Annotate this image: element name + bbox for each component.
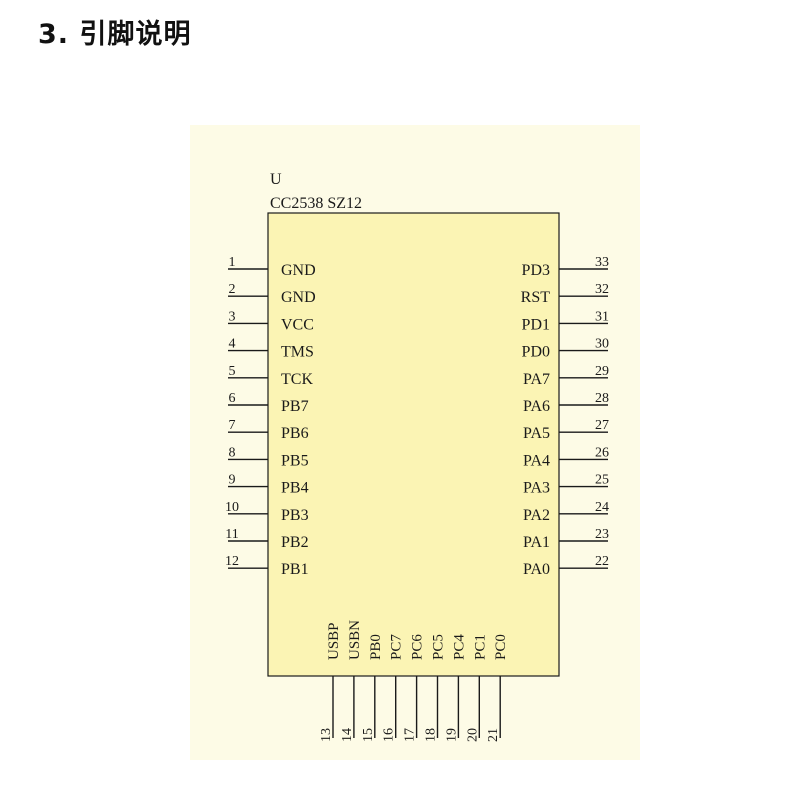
left-pin-number: 5 xyxy=(229,364,236,379)
bottom-pin-number: 20 xyxy=(465,728,480,742)
right-pin-name: PA5 xyxy=(523,425,550,442)
left-pin-number: 12 xyxy=(225,554,239,569)
bottom-pin-name: PC0 xyxy=(493,634,509,660)
bottom-pin-number: 18 xyxy=(424,728,439,742)
left-pin-name: TCK xyxy=(281,371,313,388)
left-pin-number: 7 xyxy=(229,418,236,433)
left-pin-name: PB2 xyxy=(281,534,309,551)
right-pin-number: 22 xyxy=(595,554,609,569)
left-pin-number: 11 xyxy=(225,527,238,542)
left-pin-name: PB1 xyxy=(281,561,309,578)
bottom-pin-number: 16 xyxy=(382,728,397,742)
left-pin-number: 2 xyxy=(229,282,236,297)
right-pin-number: 32 xyxy=(595,282,609,297)
left-pin-name: GND xyxy=(281,289,316,306)
section-title: 3. 引脚说明 xyxy=(38,19,192,50)
right-pin-number: 31 xyxy=(595,309,609,324)
left-pin-number: 6 xyxy=(229,391,236,406)
left-pin-name: TMS xyxy=(281,344,314,361)
right-pin-name: PA1 xyxy=(523,534,550,551)
right-pin-name: PA4 xyxy=(523,452,550,469)
right-pin-name: PA6 xyxy=(523,398,550,415)
right-pin-name: PD0 xyxy=(522,344,550,361)
left-pin-name: VCC xyxy=(281,316,314,333)
bottom-pin-number: 19 xyxy=(444,728,459,742)
bottom-pin-number: 21 xyxy=(486,728,501,742)
left-pin-name: PB5 xyxy=(281,452,309,469)
right-pin-number: 33 xyxy=(595,255,609,270)
left-pin-name: PB4 xyxy=(281,480,309,497)
bottom-pin-number: 13 xyxy=(319,728,334,742)
right-pin-name: PA2 xyxy=(523,507,550,524)
left-pin-name: PB3 xyxy=(281,507,309,524)
right-pin-name: PD1 xyxy=(522,316,550,333)
bottom-pin-name: USBN xyxy=(347,620,363,660)
right-pin-number: 27 xyxy=(595,418,609,433)
right-pin-name: PA3 xyxy=(523,480,550,497)
bottom-pin-number: 17 xyxy=(403,728,418,742)
bottom-pin-number: 14 xyxy=(340,728,355,742)
right-pin-number: 24 xyxy=(595,500,609,515)
chip-body xyxy=(267,212,560,677)
right-pin-number: 30 xyxy=(595,337,609,352)
bottom-pin-name: PC1 xyxy=(472,634,488,660)
bottom-pin-name: PC7 xyxy=(389,634,405,660)
left-pin-number: 3 xyxy=(229,309,236,324)
left-pin-name: PB7 xyxy=(281,398,309,415)
right-pin-name: PA0 xyxy=(523,561,550,578)
left-pin-number: 4 xyxy=(229,337,236,352)
bottom-pin-name: PB0 xyxy=(368,634,384,660)
left-pin-number: 9 xyxy=(229,473,236,488)
right-pin-number: 23 xyxy=(595,527,609,542)
chip-ref-label: U xyxy=(270,171,282,188)
right-pin-name: PA7 xyxy=(523,371,550,388)
left-pin-number: 10 xyxy=(225,500,239,515)
right-pin-name: PD3 xyxy=(522,262,550,279)
chip-part-label: CC2538 SZ12 xyxy=(270,195,362,212)
right-pin-number: 25 xyxy=(595,473,609,488)
right-pin-number: 26 xyxy=(595,445,609,460)
bottom-pin-name: USBP xyxy=(326,622,342,660)
bottom-pin-number: 15 xyxy=(361,728,376,742)
bottom-pin-name: PC5 xyxy=(431,634,447,660)
bottom-pin-name: PC6 xyxy=(410,634,426,660)
left-pin-number: 8 xyxy=(229,445,236,460)
left-pin-number: 1 xyxy=(229,255,236,270)
right-pin-number: 28 xyxy=(595,391,609,406)
left-pin-name: PB6 xyxy=(281,425,309,442)
right-pin-name: RST xyxy=(521,289,551,306)
bottom-pin-name: PC4 xyxy=(451,634,467,660)
right-pin-number: 29 xyxy=(595,364,609,379)
left-pin-name: GND xyxy=(281,262,316,279)
